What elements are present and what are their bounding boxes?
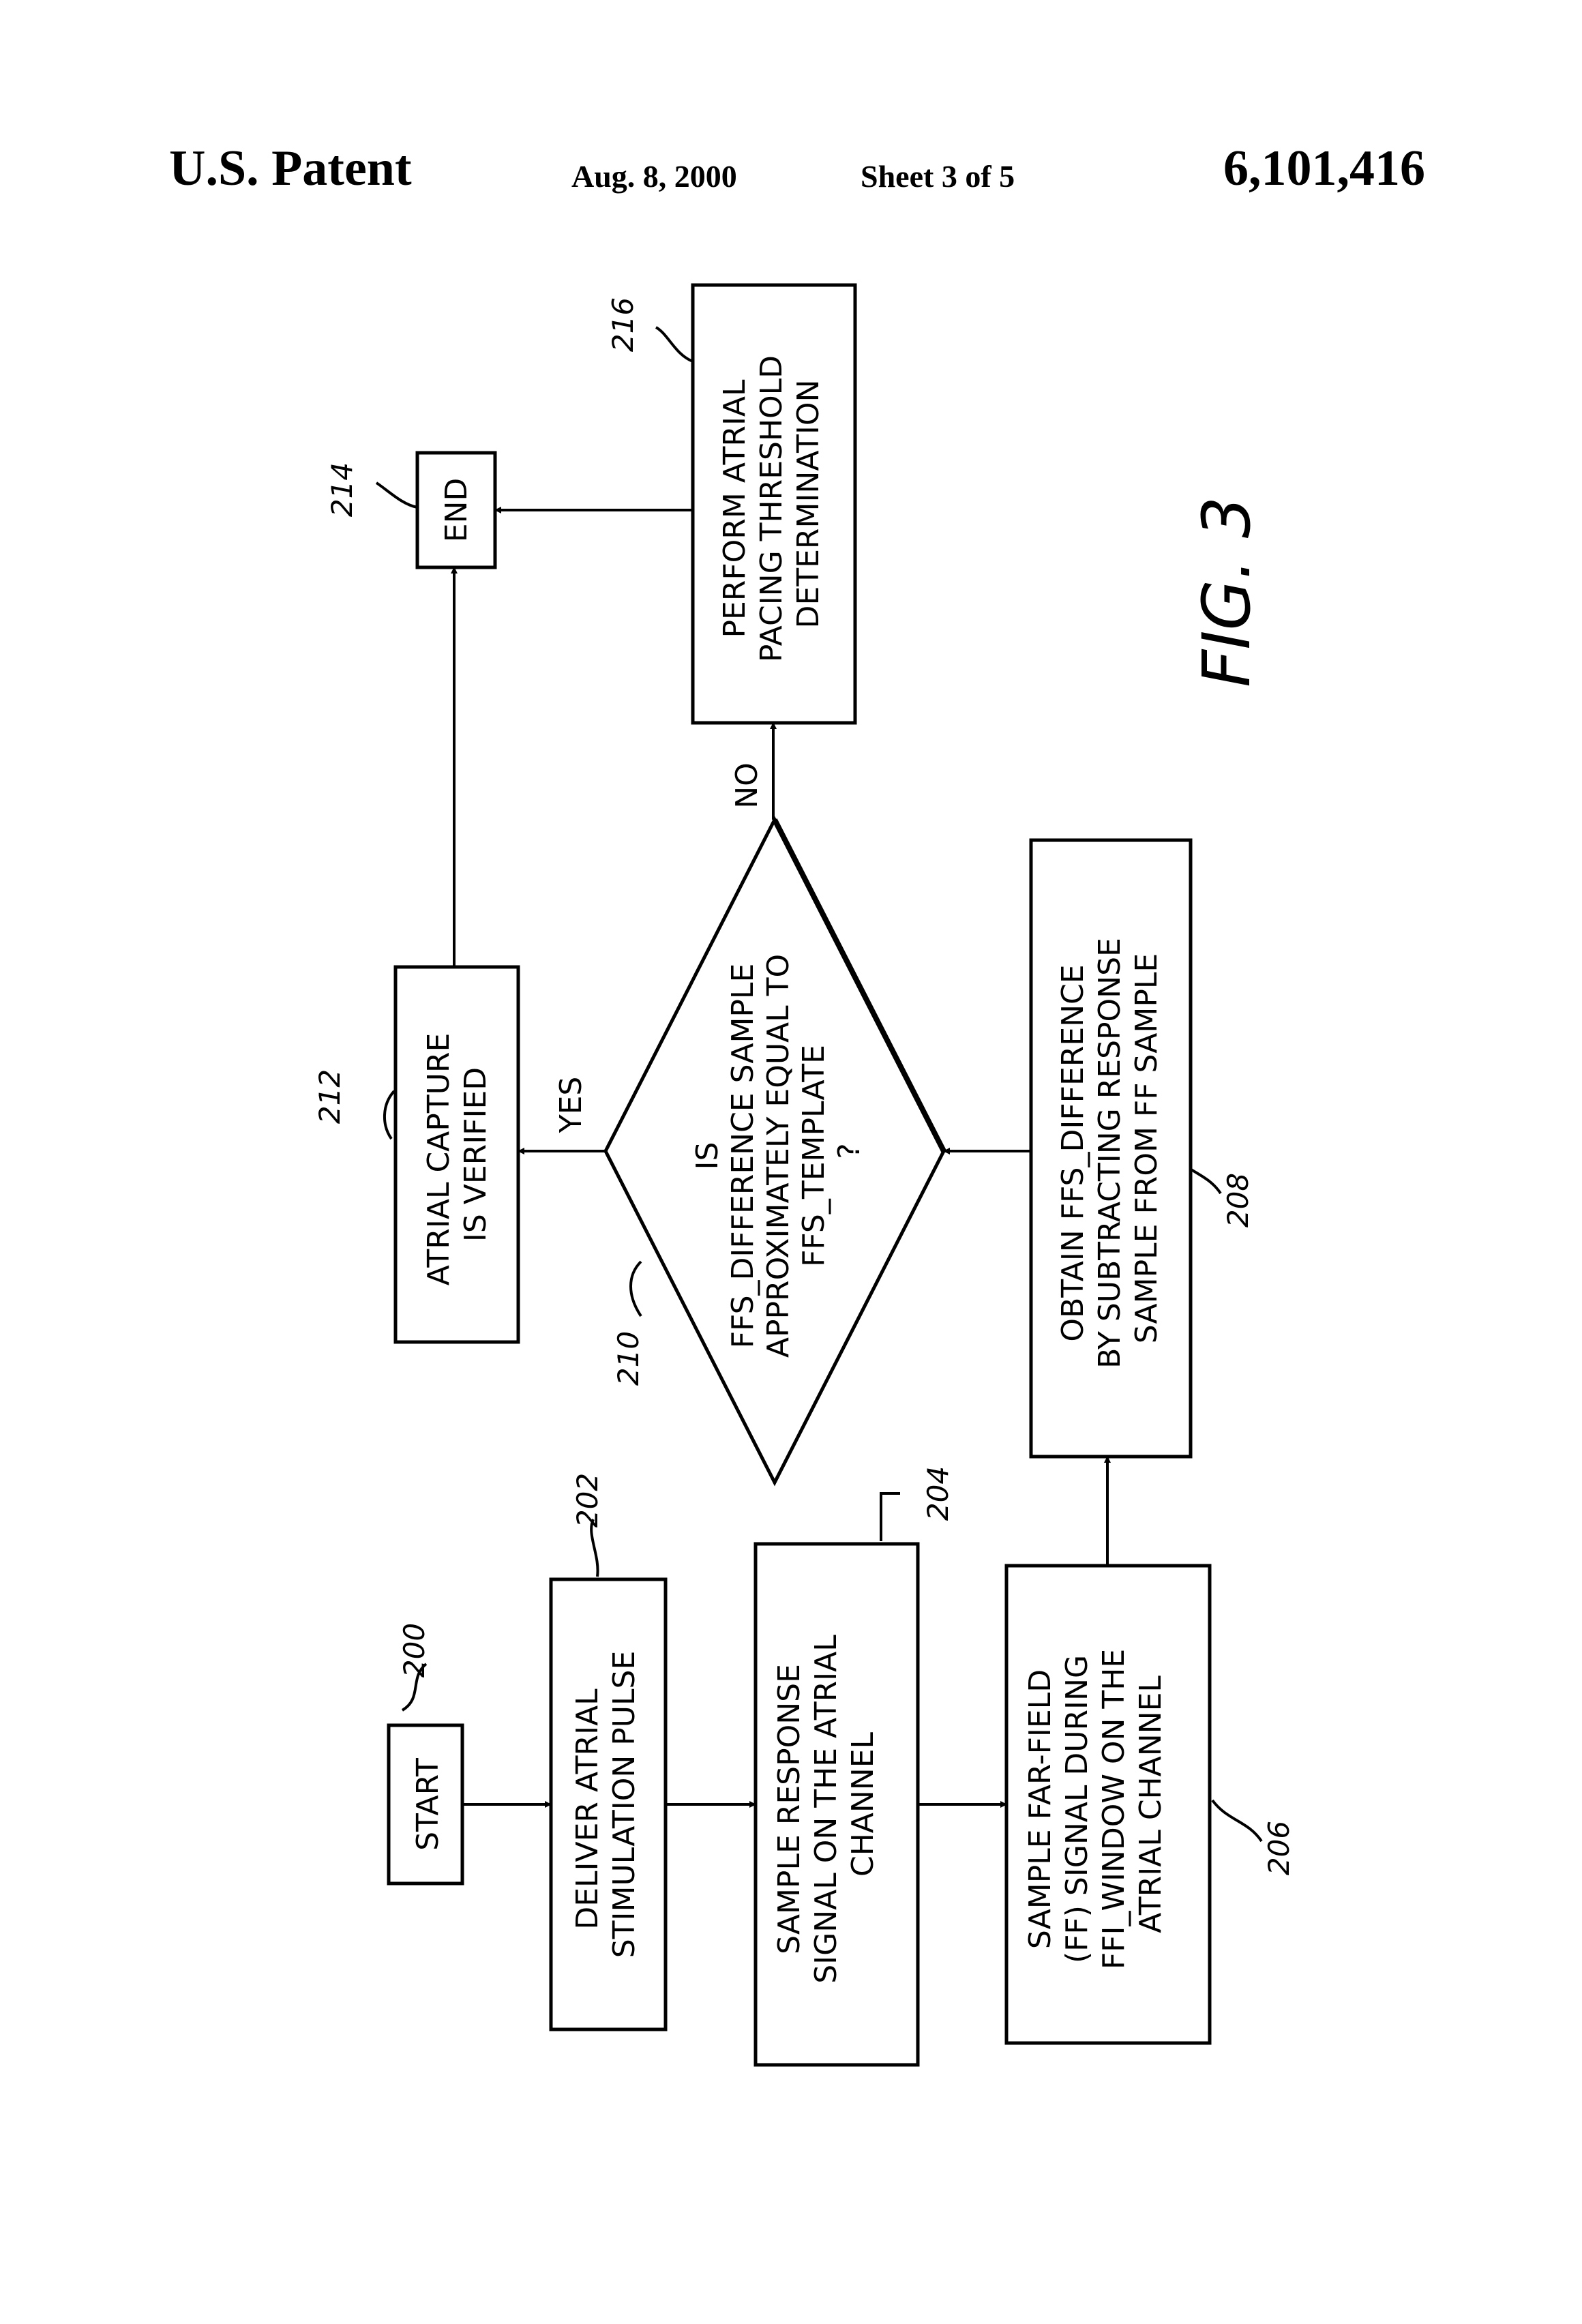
ref-200: 200 bbox=[398, 1623, 431, 1678]
end-label: END bbox=[439, 478, 474, 543]
ref-210: 210 bbox=[612, 1331, 645, 1386]
ref-202: 202 bbox=[571, 1473, 604, 1528]
start-label: START bbox=[411, 1758, 445, 1851]
ref-206: 206 bbox=[1262, 1821, 1296, 1875]
ref-204: 204 bbox=[921, 1466, 955, 1521]
leader-206 bbox=[1212, 1800, 1262, 1841]
capture-verified-box bbox=[395, 967, 518, 1342]
figure-label: FIG. 3 bbox=[1189, 496, 1265, 687]
ref-216: 216 bbox=[606, 297, 640, 352]
leader-210 bbox=[631, 1262, 641, 1316]
ref-214: 214 bbox=[325, 462, 359, 517]
leader-214 bbox=[376, 483, 417, 507]
ref-208: 208 bbox=[1221, 1173, 1255, 1227]
ref-212: 212 bbox=[313, 1069, 346, 1124]
leader-204 bbox=[881, 1493, 900, 1541]
no-branch-label: NO bbox=[730, 762, 764, 809]
leader-216 bbox=[656, 327, 693, 361]
threshold-determination-label: PERFORM ATRIAL PACING THRESHOLD DETERMIN… bbox=[717, 346, 826, 662]
yes-branch-label: YES bbox=[554, 1077, 588, 1134]
leader-212 bbox=[385, 1091, 394, 1139]
obtain-difference-label: OBTAIN FFS_DIFFERENCE BY SUBTRACTING RES… bbox=[1056, 928, 1164, 1369]
